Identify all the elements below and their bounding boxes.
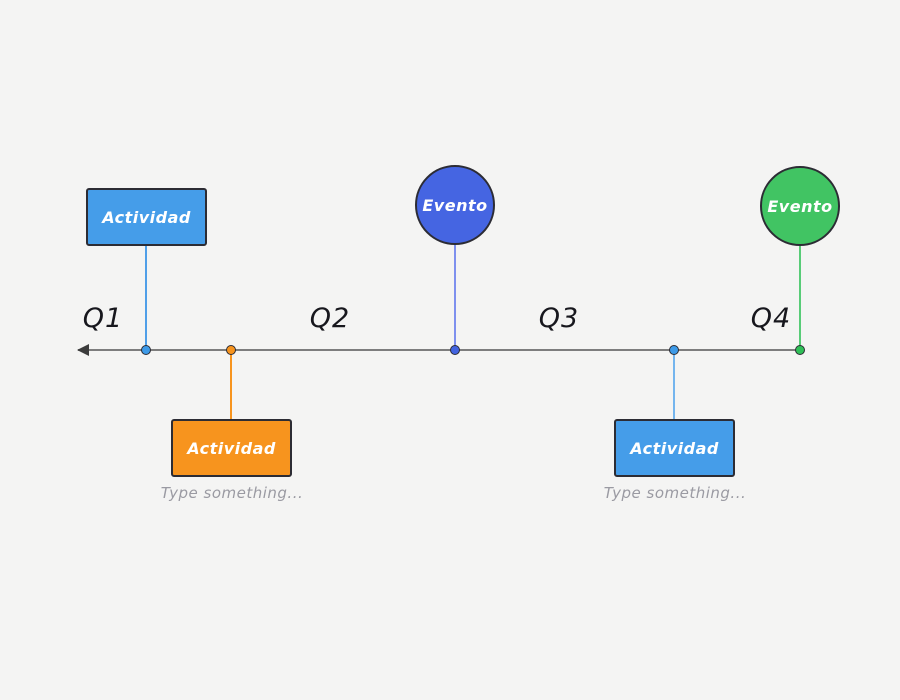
activity-box-q3[interactable]: Actividad [614,419,735,477]
activity-box-q3-label: Actividad [630,438,719,458]
quarter-label-q1[interactable]: Q1 [82,303,124,334]
timeline-node-dot-q3[interactable] [669,345,679,355]
activity-box-q1-label: Actividad [102,207,191,227]
connector-event-end [799,246,801,346]
activity-box-q1[interactable]: Actividad [86,188,207,246]
timeline-node-dot-q1[interactable] [141,345,151,355]
timeline-node-dot-q2[interactable] [226,345,236,355]
placeholder-text-q2[interactable]: Type something... [160,484,304,502]
quarter-label-q4[interactable]: Q4 [750,303,792,334]
event-circle-middle-label: Evento [422,195,488,215]
quarter-label-q2[interactable]: Q2 [309,303,351,334]
event-circle-middle[interactable]: Evento [415,165,495,245]
placeholder-text-q3[interactable]: Type something... [603,484,747,502]
event-circle-end[interactable]: Evento [760,166,840,246]
connector-activity-q2 [230,354,232,419]
connector-event-middle [454,245,456,346]
timeline-node-dot-end[interactable] [795,345,805,355]
timeline-line[interactable] [78,349,802,351]
timeline-node-dot-middle[interactable] [450,345,460,355]
timeline-arrowhead-left-icon [77,344,89,356]
connector-activity-q3 [673,354,675,419]
quarter-label-q3[interactable]: Q3 [538,303,580,334]
connector-activity-q1 [145,246,147,346]
activity-box-q2-label: Actividad [187,438,276,458]
activity-box-q2[interactable]: Actividad [171,419,292,477]
event-circle-end-label: Evento [767,196,833,216]
